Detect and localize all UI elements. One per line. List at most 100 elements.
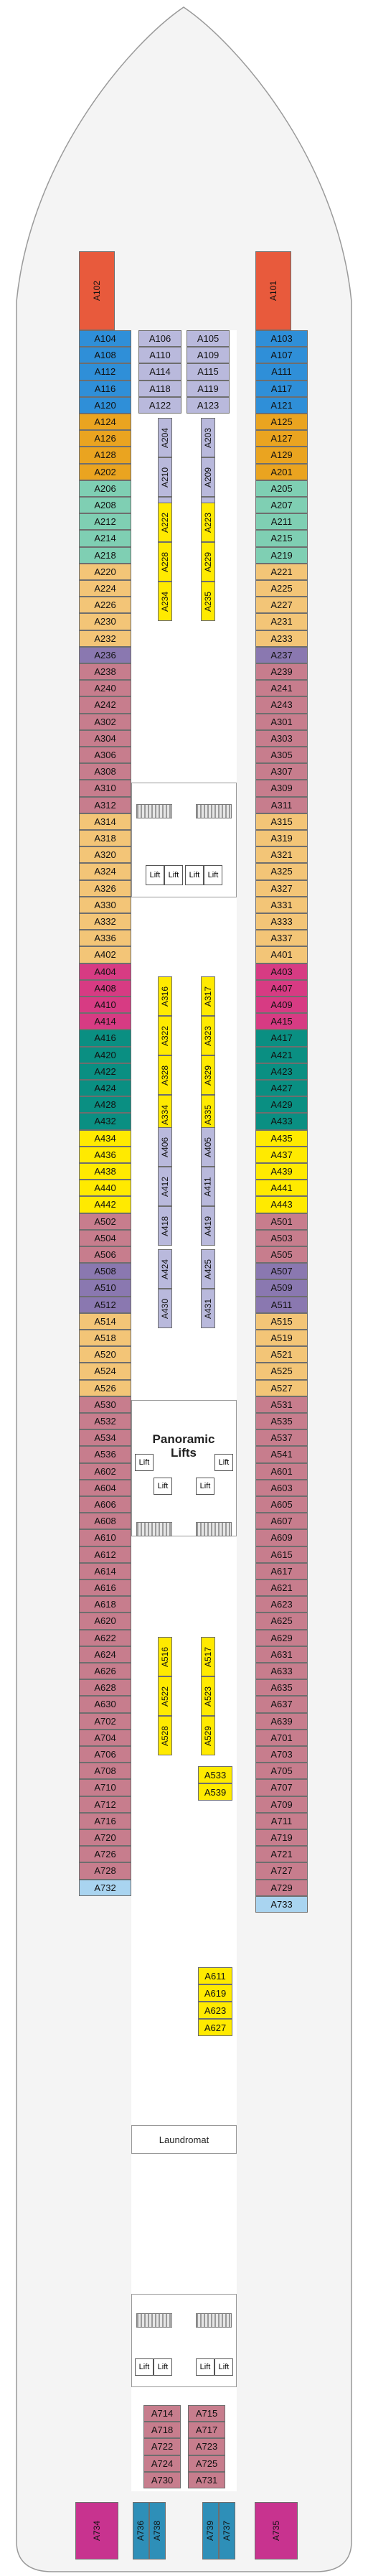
cabin-a541[interactable]: A541	[255, 1446, 308, 1463]
cabin-a311[interactable]: A311	[255, 796, 308, 813]
cabin-a527[interactable]: A527	[255, 1379, 308, 1396]
cabin-a717[interactable]: A717	[188, 2422, 225, 2439]
cabin-a420[interactable]: A420	[79, 1046, 131, 1063]
cabin-a212[interactable]: A212	[79, 513, 131, 531]
cabin-a630[interactable]: A630	[79, 1696, 131, 1713]
cabin-a712[interactable]: A712	[79, 1796, 131, 1813]
cabin-a533[interactable]: A533	[198, 1766, 232, 1783]
cabin-a222[interactable]: A222	[158, 503, 172, 542]
cabin-a615[interactable]: A615	[255, 1546, 308, 1563]
cabin-a210[interactable]: A210	[158, 457, 172, 497]
cabin-a607[interactable]: A607	[255, 1513, 308, 1530]
cabin-a224[interactable]: A224	[79, 580, 131, 597]
cabin-a512[interactable]: A512	[79, 1296, 131, 1313]
cabin-a501[interactable]: A501	[255, 1213, 308, 1230]
cabin-a509[interactable]: A509	[255, 1279, 308, 1297]
cabin-a235[interactable]: A235	[201, 582, 215, 621]
cabin-a530[interactable]: A530	[79, 1396, 131, 1413]
cabin-a633[interactable]: A633	[255, 1663, 308, 1680]
cabin-a403[interactable]: A403	[255, 963, 308, 980]
cabin-a111[interactable]: A111	[255, 363, 308, 381]
cabin-a239[interactable]: A239	[255, 663, 308, 681]
cabin-a106[interactable]: A106	[138, 330, 181, 347]
cabin-a104[interactable]: A104	[79, 330, 131, 347]
cabin-a508[interactable]: A508	[79, 1263, 131, 1280]
cabin-a434[interactable]: A434	[79, 1129, 131, 1147]
cabin-a706[interactable]: A706	[79, 1746, 131, 1763]
cabin-a430[interactable]: A430	[158, 1289, 172, 1328]
lift-forward-4[interactable]: Lift	[204, 865, 222, 885]
cabin-a442[interactable]: A442	[79, 1196, 131, 1213]
lift-aft-3[interactable]: Lift	[196, 2358, 214, 2376]
cabin-a443[interactable]: A443	[255, 1196, 308, 1213]
cabin-a302[interactable]: A302	[79, 713, 131, 730]
cabin-a604[interactable]: A604	[79, 1479, 131, 1496]
cabin-a502[interactable]: A502	[79, 1213, 131, 1230]
cabin-a304[interactable]: A304	[79, 729, 131, 747]
cabin-a208[interactable]: A208	[79, 497, 131, 514]
cabin-a408[interactable]: A408	[79, 979, 131, 997]
cabin-a331[interactable]: A331	[255, 896, 308, 913]
cabin-a419[interactable]: A419	[201, 1206, 215, 1246]
cabin-a416[interactable]: A416	[79, 1030, 131, 1047]
cabin-a406[interactable]: A406	[158, 1127, 172, 1167]
cabin-a214[interactable]: A214	[79, 530, 131, 547]
cabin-a318[interactable]: A318	[79, 830, 131, 847]
cabin-a231[interactable]: A231	[255, 613, 308, 630]
cabin-a737[interactable]: A737	[219, 2502, 235, 2559]
lift-aft-1[interactable]: Lift	[135, 2358, 154, 2376]
cabin-a719[interactable]: A719	[255, 1829, 308, 1847]
cabin-a332[interactable]: A332	[79, 913, 131, 930]
cabin-a514[interactable]: A514	[79, 1312, 131, 1330]
cabin-a202[interactable]: A202	[79, 463, 131, 480]
cabin-a101[interactable]: A101	[255, 251, 291, 330]
cabin-a127[interactable]: A127	[255, 430, 308, 447]
cabin-a731[interactable]: A731	[188, 2471, 225, 2488]
cabin-a520[interactable]: A520	[79, 1346, 131, 1363]
cabin-a121[interactable]: A121	[255, 396, 308, 414]
cabin-a407[interactable]: A407	[255, 979, 308, 997]
cabin-a608[interactable]: A608	[79, 1513, 131, 1530]
cabin-a617[interactable]: A617	[255, 1562, 308, 1579]
cabin-a526[interactable]: A526	[79, 1379, 131, 1396]
cabin-a220[interactable]: A220	[79, 563, 131, 580]
cabin-a510[interactable]: A510	[79, 1279, 131, 1297]
cabin-a728[interactable]: A728	[79, 1862, 131, 1880]
cabin-a431[interactable]: A431	[201, 1289, 215, 1328]
cabin-a637[interactable]: A637	[255, 1696, 308, 1713]
cabin-a521[interactable]: A521	[255, 1346, 308, 1363]
cabin-a409[interactable]: A409	[255, 997, 308, 1014]
cabin-a609[interactable]: A609	[255, 1529, 308, 1546]
cabin-a129[interactable]: A129	[255, 447, 308, 464]
cabin-a738[interactable]: A738	[149, 2502, 166, 2559]
cabin-a411[interactable]: A411	[201, 1167, 215, 1206]
cabin-a108[interactable]: A108	[79, 347, 131, 364]
cabin-a436[interactable]: A436	[79, 1146, 131, 1163]
cabin-a614[interactable]: A614	[79, 1562, 131, 1579]
cabin-a404[interactable]: A404	[79, 963, 131, 980]
cabin-a123[interactable]: A123	[187, 396, 230, 414]
cabin-a232[interactable]: A232	[79, 630, 131, 647]
cabin-a528[interactable]: A528	[158, 1716, 172, 1755]
cabin-a417[interactable]: A417	[255, 1030, 308, 1047]
cabin-a518[interactable]: A518	[79, 1330, 131, 1347]
cabin-a721[interactable]: A721	[255, 1846, 308, 1863]
cabin-a525[interactable]: A525	[255, 1363, 308, 1380]
cabin-a219[interactable]: A219	[255, 546, 308, 564]
cabin-a427[interactable]: A427	[255, 1080, 308, 1097]
cabin-a116[interactable]: A116	[79, 380, 131, 397]
lift-forward-3[interactable]: Lift	[185, 865, 204, 885]
cabin-a437[interactable]: A437	[255, 1146, 308, 1163]
cabin-a623[interactable]: A623	[198, 2002, 232, 2019]
cabin-a730[interactable]: A730	[143, 2471, 181, 2488]
cabin-a616[interactable]: A616	[79, 1579, 131, 1597]
cabin-a605[interactable]: A605	[255, 1496, 308, 1513]
cabin-a534[interactable]: A534	[79, 1429, 131, 1447]
cabin-a412[interactable]: A412	[158, 1167, 172, 1206]
cabin-a711[interactable]: A711	[255, 1812, 308, 1829]
cabin-a701[interactable]: A701	[255, 1729, 308, 1746]
cabin-a739[interactable]: A739	[202, 2502, 219, 2559]
cabin-a410[interactable]: A410	[79, 997, 131, 1014]
cabin-a529[interactable]: A529	[201, 1716, 215, 1755]
lift-forward-1[interactable]: Lift	[146, 865, 164, 885]
